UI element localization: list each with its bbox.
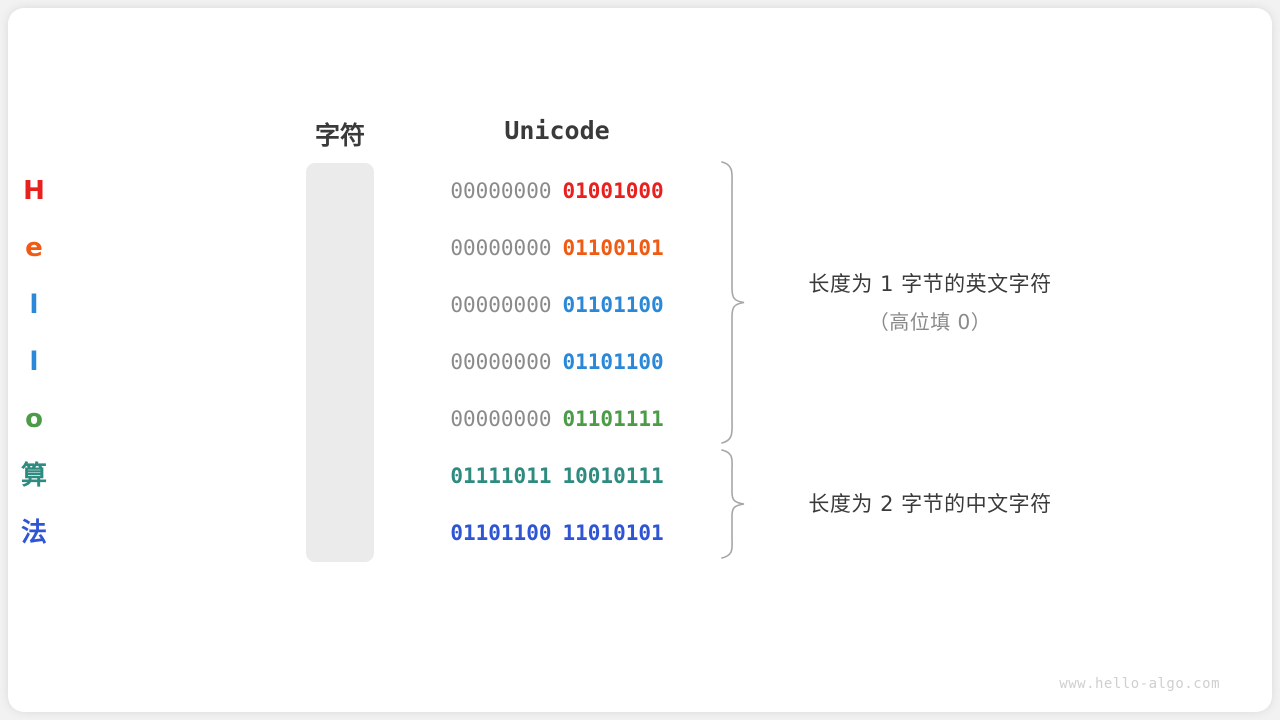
annotation-ascii-sub: （高位填 0） xyxy=(868,310,992,334)
diagram-card xyxy=(8,8,1272,712)
watermark: www.hello-algo.com xyxy=(1059,676,1220,692)
binary-row-5: 01111011 10010111 xyxy=(430,448,684,505)
char-cell-1: e xyxy=(25,233,43,263)
annotation-ascii-main: 长度为 1 字节的英文字符 xyxy=(808,272,1052,296)
binary-row-4: 00000000 01101111 xyxy=(430,391,684,448)
annotation-cjk-main: 长度为 2 字节的中文字符 xyxy=(808,492,1052,516)
binary-high-byte-6: 01101100 xyxy=(450,521,552,545)
char-cell-5: 算 xyxy=(20,461,47,491)
annotation-cjk: 长度为 2 字节的中文字符 xyxy=(760,488,1100,518)
char-cell-4: o xyxy=(25,404,43,434)
binary-high-byte-0: 00000000 xyxy=(450,179,552,203)
group-brace-cjk xyxy=(721,449,745,559)
binary-low-byte-0: 01001000 xyxy=(562,179,664,203)
binary-low-byte-4: 01101111 xyxy=(562,407,664,431)
binary-high-byte-5: 01111011 xyxy=(450,464,552,488)
binary-row-6: 01101100 11010101 xyxy=(430,505,684,562)
binary-row-1: 00000000 01100101 xyxy=(430,220,684,277)
binary-low-byte-6: 11010101 xyxy=(562,521,664,545)
character-column xyxy=(306,163,374,562)
binary-low-byte-1: 01100101 xyxy=(562,236,664,260)
char-cell-2: l xyxy=(29,290,39,320)
binary-low-byte-3: 01101100 xyxy=(562,350,664,374)
char-cell-3: l xyxy=(29,347,39,377)
column-header-character: 字符 xyxy=(314,121,365,150)
binary-row-2: 00000000 01101100 xyxy=(430,277,684,334)
annotation-ascii: 长度为 1 字节的英文字符 （高位填 0） xyxy=(760,268,1100,335)
column-header-unicode: Unicode xyxy=(504,116,610,145)
binary-low-byte-5: 10010111 xyxy=(562,464,664,488)
binary-high-byte-3: 00000000 xyxy=(450,350,552,374)
binary-high-byte-4: 00000000 xyxy=(450,407,552,431)
binary-high-byte-1: 00000000 xyxy=(450,236,552,260)
char-cell-0: H xyxy=(23,176,45,206)
char-cell-6: 法 xyxy=(20,518,47,548)
binary-high-byte-2: 00000000 xyxy=(450,293,552,317)
binary-row-3: 00000000 01101100 xyxy=(430,334,684,391)
binary-row-0: 00000000 01001000 xyxy=(430,163,684,220)
binary-low-byte-2: 01101100 xyxy=(562,293,664,317)
group-brace-ascii xyxy=(721,161,745,444)
